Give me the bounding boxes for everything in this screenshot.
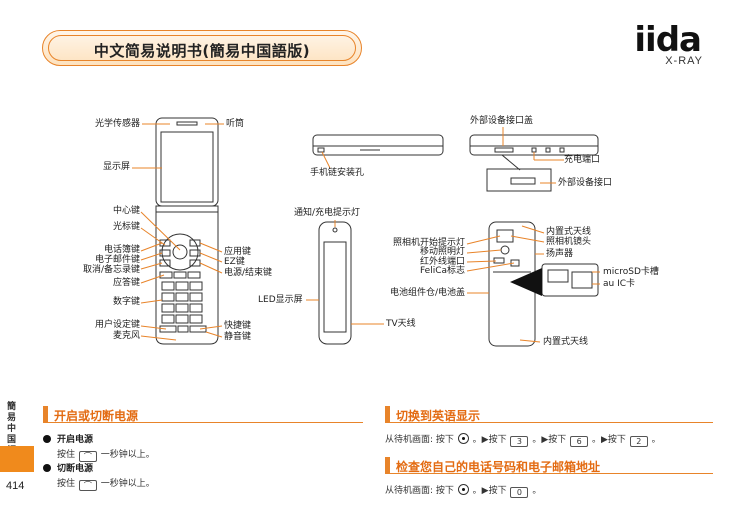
label-microsd-slot: microSD卡槽 <box>603 267 659 277</box>
label-notify-lamp: 通知/充电提示灯 <box>294 208 361 218</box>
interface-inset <box>486 168 552 192</box>
english-steps: 从待机画面: 按下 。▶按下 3 。▶按下 6 。▶按下 2 。 <box>385 432 661 447</box>
section-english-title: 切换到英语显示 <box>396 409 481 423</box>
label-led-display: LED显示屏 <box>258 295 303 305</box>
end-key-icon: ⌒ <box>78 451 97 462</box>
power-on-label: 开启电源 <box>57 435 94 445</box>
power-off-text: 按住 ⌒ 一秒钟以上。 <box>57 476 155 491</box>
label-display: 显示屏 <box>102 162 130 172</box>
label-cursor-key: 光标键 <box>112 222 140 232</box>
label-antenna-top: 内置式天线 <box>546 227 592 237</box>
key-6: 6 <box>570 436 589 447</box>
label-light-sensor: 光学传感器 <box>94 119 140 129</box>
label-charge-terminal: 充电端口 <box>564 155 601 165</box>
label-antenna-bottom: 内置式天线 <box>543 337 589 347</box>
power-off-item: 切断电源 <box>43 461 93 474</box>
label-power-end-key: 电源/结束键 <box>224 268 273 278</box>
label-mobile-light: 移动照明灯 <box>419 247 465 257</box>
label-silent-key: 静音键 <box>224 332 252 342</box>
power-on-text-b: 一秒钟以上。 <box>100 450 155 460</box>
label-shortcut-key: 快捷键 <box>224 321 252 331</box>
brand-logo: iida <box>634 20 702 60</box>
power-off-label: 切断电源 <box>57 464 94 474</box>
label-app-key: 应用键 <box>224 247 252 257</box>
power-on-item: 开启电源 <box>43 432 93 445</box>
page-number: 414 <box>6 480 25 492</box>
check-steps: 从待机画面: 按下 。▶按下 0 。 <box>385 483 541 498</box>
led-display <box>323 241 347 333</box>
label-camera-indicator: 照相机开始提示灯 <box>392 238 465 248</box>
label-speaker: 扬声器 <box>546 249 574 259</box>
center-key-icon <box>457 433 469 444</box>
english-text-d: 。▶按下 <box>592 435 626 445</box>
check-text-end: 。 <box>532 486 542 496</box>
section-check-header: 检查您自己的电话号码和电子邮箱地址 <box>385 457 713 474</box>
label-ext-interface: 外部设备接口 <box>558 178 613 188</box>
bullet-icon <box>43 464 51 472</box>
bullet-icon <box>43 435 51 443</box>
model-name: X-RAY <box>665 55 703 67</box>
cursor-pad <box>161 233 199 271</box>
label-earpiece: 听筒 <box>226 119 245 129</box>
power-off-text-a: 按住 <box>57 479 76 489</box>
inset-pointer <box>510 268 542 296</box>
label-strap-hole: 手机链安装孔 <box>310 168 365 178</box>
section-power-title: 开启或切断电源 <box>54 409 139 423</box>
section-check-title: 检查您自己的电话号码和电子邮箱地址 <box>396 460 601 474</box>
key-3: 3 <box>510 436 529 447</box>
front-lower-body <box>155 211 219 345</box>
english-text-a: 从待机画面: 按下 <box>385 435 454 445</box>
title-banner: 中文简易说明书(簡易中国語版) <box>42 30 362 66</box>
end-key-icon: ⌒ <box>78 480 97 491</box>
center-key <box>172 244 188 260</box>
side-tab: 簡易中国語 <box>0 398 34 472</box>
label-microphone: 麦克风 <box>112 331 140 341</box>
section-english-header: 切换到英语显示 <box>385 406 713 423</box>
label-answer-key: 应答键 <box>112 278 140 288</box>
label-ir-port: 红外线端口 <box>419 257 465 267</box>
front-earpiece <box>176 121 198 126</box>
check-text-b: 。▶按下 <box>472 486 507 496</box>
front-upper-body <box>155 117 219 207</box>
front-hinge <box>155 205 219 213</box>
label-camera-lens: 照相机镜头 <box>546 237 592 247</box>
label-battery-cover: 电池组件仓/电池盖 <box>389 288 465 298</box>
card-slot-inset <box>541 263 599 297</box>
side-view-body <box>312 134 444 156</box>
key-2: 2 <box>629 436 648 447</box>
key-0: 0 <box>510 487 529 498</box>
label-au-ic-card: au IC卡 <box>603 279 636 289</box>
check-text-a: 从待机画面: 按下 <box>385 486 454 496</box>
label-user-settings-key: 用户设定键 <box>94 320 140 330</box>
phone-diagram <box>132 117 600 347</box>
label-email-key: 电子邮件键 <box>94 255 140 265</box>
label-number-keys: 数字键 <box>112 297 140 307</box>
label-ez-key: EZ键 <box>224 257 245 267</box>
english-text-c: 。▶按下 <box>532 435 567 445</box>
page-title: 中文简易说明书(簡易中国語版) <box>93 42 311 60</box>
english-text-end: 。 <box>651 435 661 445</box>
label-phonebook-key: 电话簿键 <box>103 245 140 255</box>
section-power-header: 开启或切断电源 <box>43 406 363 423</box>
label-felica: FeliCa标志 <box>419 266 465 276</box>
english-text-b: 。▶按下 <box>472 435 507 445</box>
label-cancel-memo-key: 取消/备忘录键 <box>82 265 140 275</box>
front-display <box>160 131 214 203</box>
power-on-text-a: 按住 <box>57 450 76 460</box>
power-on-text: 按住 ⌒ 一秒钟以上。 <box>57 447 155 462</box>
side-tab-bar <box>0 446 34 472</box>
label-center-key: 中心键 <box>112 206 140 216</box>
label-ext-cover: 外部设备接口盖 <box>470 116 534 126</box>
power-off-text-b: 一秒钟以上。 <box>100 479 155 489</box>
label-tv-antenna: TV天线 <box>386 319 416 329</box>
center-key-icon <box>457 484 469 495</box>
